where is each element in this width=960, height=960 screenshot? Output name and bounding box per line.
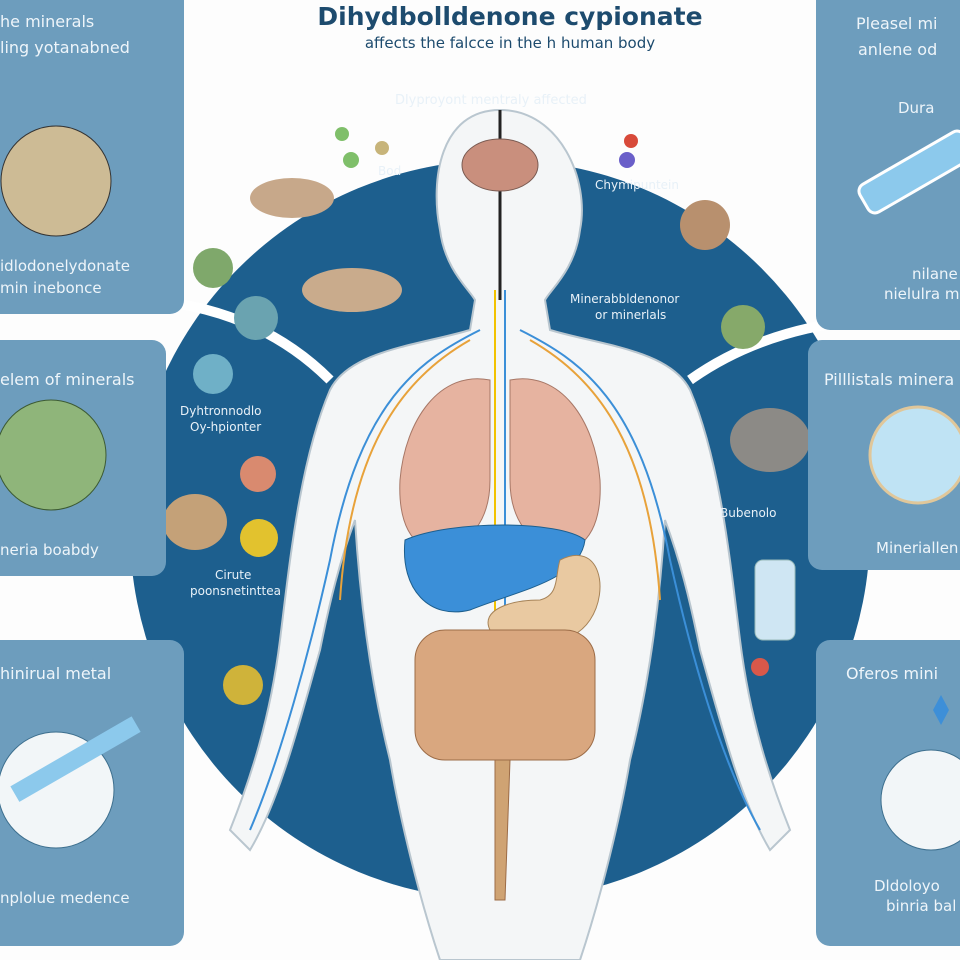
mineral-ball-icon	[193, 354, 233, 394]
molecule-icon	[375, 141, 389, 155]
nerves	[249, 290, 761, 831]
molecule-icon	[619, 152, 635, 168]
vial-icon	[754, 559, 796, 641]
label-buben: Bubenolo	[720, 506, 777, 520]
crystals-icon	[880, 695, 960, 851]
panel-text: ling yotanabned	[0, 38, 130, 57]
label-miner-2: or minerlals	[595, 308, 667, 322]
molecule-icon	[751, 658, 769, 676]
panel-text: idlodonelydonate	[0, 257, 131, 275]
left-panel-1: he minerals ling yotanabned idlodonelydo…	[0, 0, 184, 314]
page-subtitle: affects the falcce in the h human body	[364, 34, 656, 52]
brain	[461, 138, 539, 192]
molecule-icon	[624, 134, 638, 148]
panel-text: anlene od	[858, 40, 938, 59]
molecule-icon	[335, 127, 349, 141]
panel-text: Dldoloyo	[874, 877, 940, 895]
label-chym: Chymipuntein	[595, 178, 679, 192]
left-panel-3: hinirual metal nplolue medence	[0, 640, 184, 946]
panel-text: Pilllistals minera	[824, 370, 955, 389]
pill-icon	[163, 494, 227, 550]
panel-text: Oferos mini	[846, 664, 939, 683]
label-dyht-2: Oy-hpionter	[190, 420, 262, 434]
page-title: Dihydbolldenone cypionate	[317, 2, 703, 31]
mineral-ball-icon	[721, 305, 765, 349]
right-panel-2: Pilllistals minera Mineriallen	[808, 340, 960, 570]
circle-heading: Dlyproyont mentraly affected	[395, 93, 587, 108]
mineral-ball-icon	[680, 200, 730, 250]
label-bod: Bod	[378, 164, 402, 178]
mineral-ball-icon	[240, 456, 276, 492]
mineral-rock-icon	[0, 125, 112, 237]
panel-text: nplolue medence	[0, 889, 130, 907]
panel-text: neria boabdy	[0, 541, 99, 559]
panel-text: binria bal	[886, 897, 957, 915]
mineral-ball-icon	[223, 665, 263, 705]
intestines	[414, 629, 596, 761]
molecule-icon	[343, 152, 359, 168]
label-cirute-2: poonsnetinttea	[190, 584, 281, 598]
right-panel-1: Pleasel mi anlene od Dura nilane nielulr…	[816, 0, 960, 330]
mineral-ball-icon	[193, 248, 233, 288]
pill-icon	[302, 268, 402, 312]
stone-icon	[730, 408, 810, 472]
mineral-ball-icon	[240, 519, 278, 557]
label-cirute-1: Cirute	[215, 568, 252, 582]
panel-text: Pleasel mi	[856, 14, 938, 33]
test-tube-icon	[857, 129, 960, 215]
panel-text: Mineriallen	[876, 539, 959, 557]
panel-text: elem of minerals	[0, 370, 135, 389]
label-dyht-1: Dyhtronnodlo	[180, 404, 262, 418]
left-panel-2: elem of minerals neria boabdy	[0, 340, 166, 576]
label-miner-1: Minerabbldenonor	[570, 292, 680, 306]
dropper-icon	[0, 716, 141, 849]
right-panel-3: Oferos mini Dldoloyo binria bal	[816, 640, 960, 946]
rectum	[494, 759, 511, 901]
panel-text: Dura	[898, 99, 935, 117]
mineral-ball-icon	[234, 296, 278, 340]
panel-text: he minerals	[0, 12, 95, 31]
liver	[403, 524, 586, 613]
mineral-crystal-icon	[0, 399, 107, 511]
panel-text: hinirual metal	[0, 664, 112, 683]
panel-text: nilane	[912, 265, 958, 283]
panel-text: min inebonce	[0, 279, 102, 297]
water-bowl-icon	[868, 405, 960, 505]
panel-text: nielulra m	[884, 285, 960, 303]
pill-icon	[250, 178, 334, 218]
